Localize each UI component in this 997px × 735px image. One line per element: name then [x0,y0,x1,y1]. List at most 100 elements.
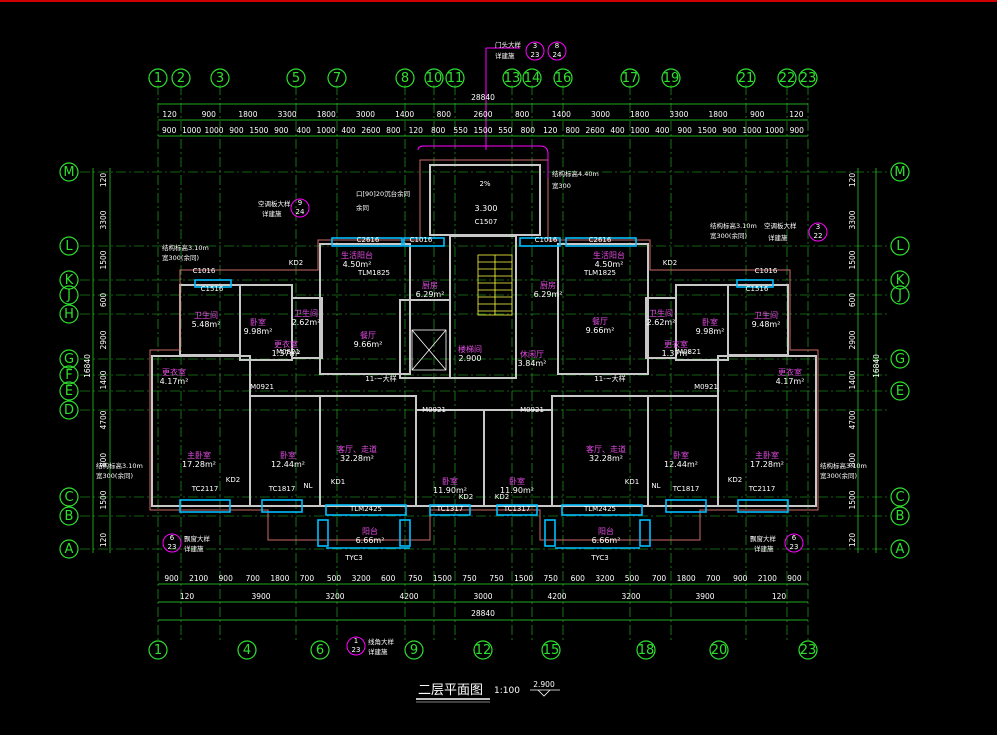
dimension-value: 700 [246,574,261,583]
note-door-detail: 门头大样 [495,40,522,49]
axis-label: M [63,165,74,180]
dimension-value: 800 [437,110,452,119]
room-area: 2.900 [459,354,482,363]
axis-bubble [59,365,79,385]
room-area: 5.48m² [192,320,221,329]
dim-top-total: 28840 [471,93,495,102]
axis-bubble [59,487,79,507]
axis-bubble [424,68,444,88]
note-air-detail-sub: 详建施 [262,209,282,218]
room-name: 楼梯间 [458,344,482,354]
axis-label: L [65,239,73,254]
room-name: 客厅、走道 [337,444,377,454]
axis-bubble [890,270,910,290]
dimension-value: 600 [99,293,108,308]
dimension-value: 1500 [848,490,857,509]
window-c1016-left [403,237,445,247]
dimension-value: 1500 [99,490,108,509]
dimension-value: 1500 [848,250,857,269]
axis-bubble [620,68,640,88]
window-c1016-right [519,237,561,247]
note-window-detail-left-sub: 详建施 [184,544,204,553]
window-tc2117-right [737,499,789,513]
axis-bubble [890,349,910,369]
tag-tc1817-left: TC1817 [268,485,296,493]
room-area: 32.28m² [589,454,623,463]
room-name: 卧室 [509,476,525,486]
dimension-value: 120 [99,533,108,548]
ref-3-bot: 23 [531,51,540,59]
tag-kd2-mid-left: KD2 [459,493,473,501]
axis-bubble [777,68,797,88]
dimension-value: 550 [498,126,513,135]
window-tlm2425-right [561,504,643,516]
axis-bubble [798,640,818,660]
ref-1-top: 1 [354,637,358,645]
axis-label: 22 [779,71,796,86]
dimension-value: 1400 [395,110,414,119]
dimension-value: 750 [489,574,504,583]
room-name: 卧室 [442,476,458,486]
dimension-value: 750 [462,574,477,583]
dimension-value: 800 [848,453,857,468]
axis-bubble [59,400,79,420]
room-area: 4.17m² [776,377,805,386]
dimension-value: 4200 [399,592,418,601]
dimension-value: 800 [565,126,580,135]
axis-label: 13 [504,71,521,86]
room-area: 6.66m² [356,536,385,545]
ref-6-right-bot: 23 [790,543,799,551]
dimension-value: 1000 [630,126,649,135]
axis-bubble [327,68,347,88]
room-area: 6.29m² [534,290,563,299]
dimension-value: 500 [625,574,640,583]
ref-6-left-top: 6 [170,534,175,542]
axis-bubble [661,68,681,88]
note-canopy-right2: 宽300 [552,181,571,190]
axis-bubble [890,236,910,256]
wall-left-wc [291,297,323,359]
dimension-value: 900 [787,574,802,583]
dimension-value: 120 [543,126,558,135]
tag-m0921-mid-right: M0921 [520,406,544,414]
axis-label: H [64,307,74,322]
window-tlm2425-left [325,504,407,516]
windows [179,237,789,549]
axis-bubble [736,68,756,88]
axis-bubble [59,539,79,559]
room-name: 主卧室 [187,450,211,460]
tag-slope: 2% [479,180,490,188]
note-sill-right: 结构标高3.10m [710,221,757,230]
axis-grid-lines [80,85,888,640]
tag-c1016-right: C1016 [535,236,558,244]
room-area: 32.28m² [340,454,374,463]
dimension-value: 3000 [356,110,375,119]
dimension-value: 4700 [848,410,857,429]
page-title: 二层平面图 [418,683,483,698]
axis-label: C [895,490,904,505]
dimension-value: 800 [386,126,401,135]
axis-label: 7 [333,71,341,86]
dimension-value: 800 [99,453,108,468]
axis-bubble [798,68,818,88]
axis-label: K [896,273,905,288]
ref-9-bot: 24 [296,208,305,216]
axis-label: G [64,352,74,367]
dimension-value: 800 [515,110,530,119]
axis-bubble [890,162,910,182]
tag-c1016-far-left: C1016 [193,267,216,275]
dimension-value: 1400 [552,110,571,119]
dimension-value: 120 [772,592,787,601]
dimension-value: 700 [706,574,721,583]
dimension-value: 1800 [630,110,649,119]
axis-bubble [59,304,79,324]
room-name: 餐厅 [360,331,376,340]
drawing-title: 二层平面图 1:100 2.900 [416,680,560,703]
tag-m0921-right: M0921 [694,383,718,391]
tag-m0921-mid-left: M0921 [422,406,446,414]
tag-kd2-mid-right: KD2 [495,493,509,501]
tag-tlm2425-left: TLM2425 [349,505,382,513]
axis-label: J [66,288,71,303]
